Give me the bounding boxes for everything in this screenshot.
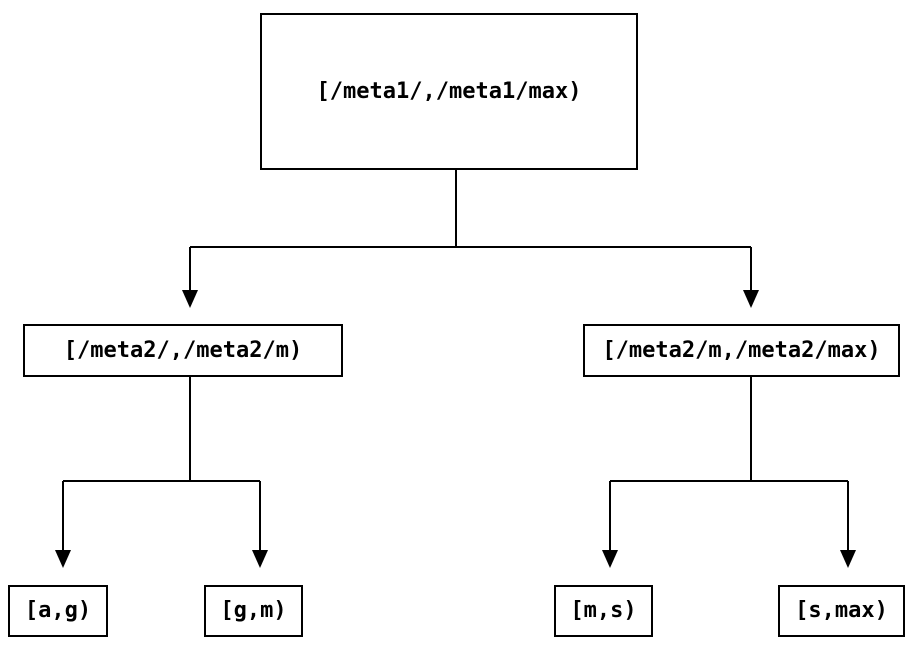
tree-node-leaf-gm: [g,m) bbox=[204, 585, 303, 637]
tree-node-label: [a,g) bbox=[24, 598, 92, 623]
tree-node-label: [m,s) bbox=[570, 598, 637, 623]
tree-node-leaf-smax: [s,max) bbox=[778, 585, 905, 637]
arrowhead-down-icon bbox=[840, 550, 856, 568]
arrowhead-down-icon bbox=[182, 290, 198, 308]
tree-node-meta2-right: [/meta2/m,/meta2/max) bbox=[583, 324, 900, 377]
arrowhead-down-icon bbox=[743, 290, 759, 308]
tree-node-label: [/meta2/,/meta2/m) bbox=[63, 337, 303, 363]
arrowhead-down-icon bbox=[55, 550, 71, 568]
tree-node-root: [/meta1/,/meta1/max) bbox=[260, 13, 638, 170]
arrowhead-down-icon bbox=[602, 550, 618, 568]
tree-node-label: [/meta1/,/meta1/max) bbox=[316, 78, 582, 104]
tree-node-leaf-ag: [a,g) bbox=[8, 585, 108, 637]
tree-node-leaf-ms: [m,s) bbox=[554, 585, 653, 637]
tree-node-label: [g,m) bbox=[220, 598, 287, 623]
tree-node-label: [s,max) bbox=[795, 598, 888, 623]
tree-node-label: [/meta2/m,/meta2/max) bbox=[602, 337, 881, 363]
arrowhead-down-icon bbox=[252, 550, 268, 568]
tree-node-meta2-left: [/meta2/,/meta2/m) bbox=[23, 324, 343, 377]
